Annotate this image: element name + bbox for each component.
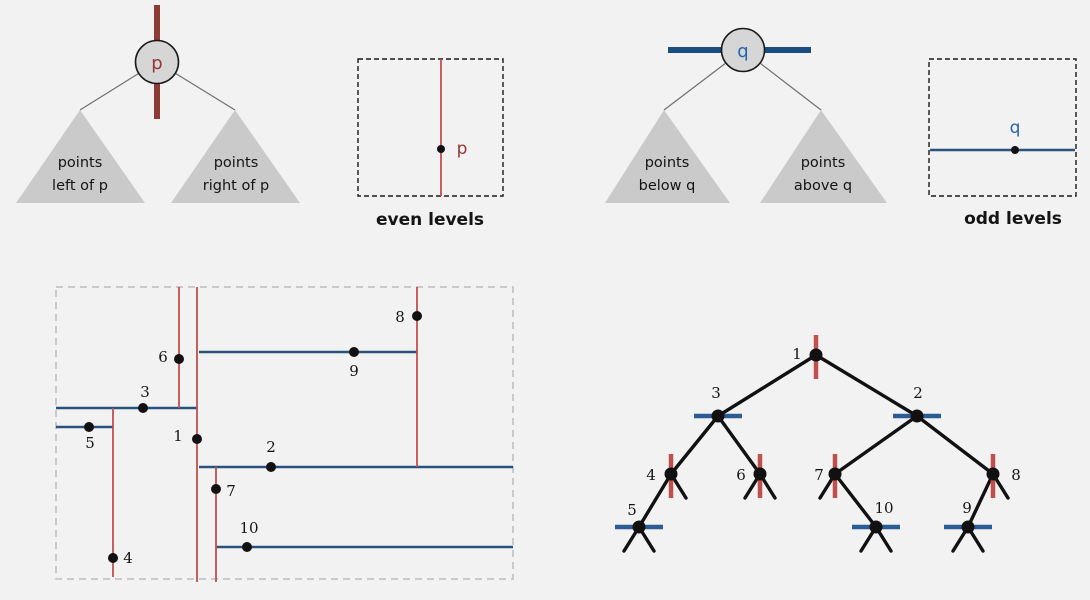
right-of-p-label-line1: points	[214, 155, 259, 171]
partition-point-label-9: 9	[349, 362, 359, 380]
tree-node-4	[664, 467, 678, 481]
kd-tree: 1 3 2 4 6 7 8 5 10 9	[615, 335, 1021, 553]
tree-node-label-2: 2	[913, 384, 923, 402]
tree-edge-4-5	[637, 472, 673, 529]
partition-point-2	[266, 462, 276, 472]
even-levels-point-label: p	[457, 139, 468, 159]
tree-edge-7-10	[833, 472, 878, 529]
tree-edge-2-7	[833, 414, 919, 476]
p-node-circle	[134, 39, 180, 85]
left-of-p-label-line2: left of p	[52, 178, 108, 194]
partition-point-label-4: 4	[123, 549, 133, 567]
left-of-p-subtree-triangle	[16, 110, 145, 203]
tree-edge-3-6	[716, 414, 762, 476]
tree-node-7	[828, 467, 842, 481]
right-of-p-subtree-triangle	[171, 110, 300, 203]
partition-point-label-1: 1	[173, 427, 183, 445]
tree-node-label-5: 5	[627, 501, 637, 519]
partition-point-label-10: 10	[239, 519, 258, 537]
above-q-label-line1: points	[801, 155, 846, 171]
partition-point-3	[138, 403, 148, 413]
tree-node-8	[986, 467, 1000, 481]
tree-node-label-8: 8	[1011, 466, 1021, 484]
partition-bounding-box	[55, 286, 514, 580]
odd-levels-box: q odd levels	[928, 58, 1077, 229]
partition-point-label-2: 2	[266, 438, 276, 456]
partition-point-label-3: 3	[140, 383, 150, 401]
even-levels-caption: even levels	[376, 210, 484, 230]
odd-levels-point-label: q	[1010, 118, 1021, 138]
partition-layer: 1 2 3 4 5 6 7 8 9 10	[56, 287, 513, 582]
partition-point-label-6: 6	[158, 348, 168, 366]
tree-edge-8-9	[966, 472, 995, 529]
tree-node-10	[869, 520, 883, 534]
odd-levels-plane	[928, 58, 1077, 197]
even-levels-plane	[357, 58, 504, 197]
partition-point-label-5: 5	[85, 434, 95, 452]
tree-edge-3-4	[669, 414, 720, 476]
partition-point-label-8: 8	[395, 308, 405, 326]
partition-point-4	[108, 553, 118, 563]
tree-node-label-3: 3	[711, 384, 721, 402]
below-q-subtree-triangle	[605, 110, 730, 203]
partition-point-10	[242, 542, 252, 552]
tree-node-label-1: 1	[792, 345, 802, 363]
even-levels-point-dot	[437, 145, 445, 153]
above-q-label-line2: above q	[794, 178, 852, 194]
q-node-circle	[720, 27, 766, 73]
partition-point-9	[349, 347, 359, 357]
partition-point-8	[412, 311, 422, 321]
partition-point-1	[192, 434, 202, 444]
tree-node-label-9: 9	[962, 499, 972, 517]
tree-node-label-6: 6	[736, 466, 746, 484]
right-of-p-label-line2: right of p	[203, 178, 269, 194]
tree-edge-2-8	[915, 414, 995, 476]
partition-point-7	[211, 484, 221, 494]
left-of-p-label-line1: points	[58, 155, 103, 171]
tree-node-3	[711, 409, 725, 423]
tree-node-label-10: 10	[874, 499, 893, 517]
below-q-label-line1: points	[645, 155, 690, 171]
tree-node-9	[961, 520, 975, 534]
odd-levels-point-dot	[1011, 146, 1019, 154]
tree-node-1	[809, 348, 823, 362]
p-node-label: p	[151, 53, 162, 74]
below-q-label-line2: below q	[639, 178, 696, 194]
above-q-subtree-triangle	[760, 110, 887, 203]
tree-edge-1-3	[716, 353, 818, 418]
partition-point-5	[84, 422, 94, 432]
tree-node-6	[753, 467, 767, 481]
tree-node-5	[632, 520, 646, 534]
tree-node-label-7: 7	[814, 466, 824, 484]
tree-node-2	[910, 409, 924, 423]
partition-diagram: 1 2 3 4 5 6 7 8 9 10	[55, 286, 514, 582]
odd-split-schematic: q points below q points above q	[605, 27, 887, 203]
tree-edge-1-2	[814, 353, 919, 418]
even-levels-box: p even levels	[357, 58, 504, 230]
partition-point-label-7: 7	[226, 482, 236, 500]
q-node-label: q	[737, 41, 748, 62]
partition-point-6	[174, 354, 184, 364]
tree-node-label-4: 4	[646, 466, 656, 484]
even-split-schematic: p points left of p points right of p	[16, 5, 300, 203]
odd-levels-caption: odd levels	[964, 209, 1062, 229]
